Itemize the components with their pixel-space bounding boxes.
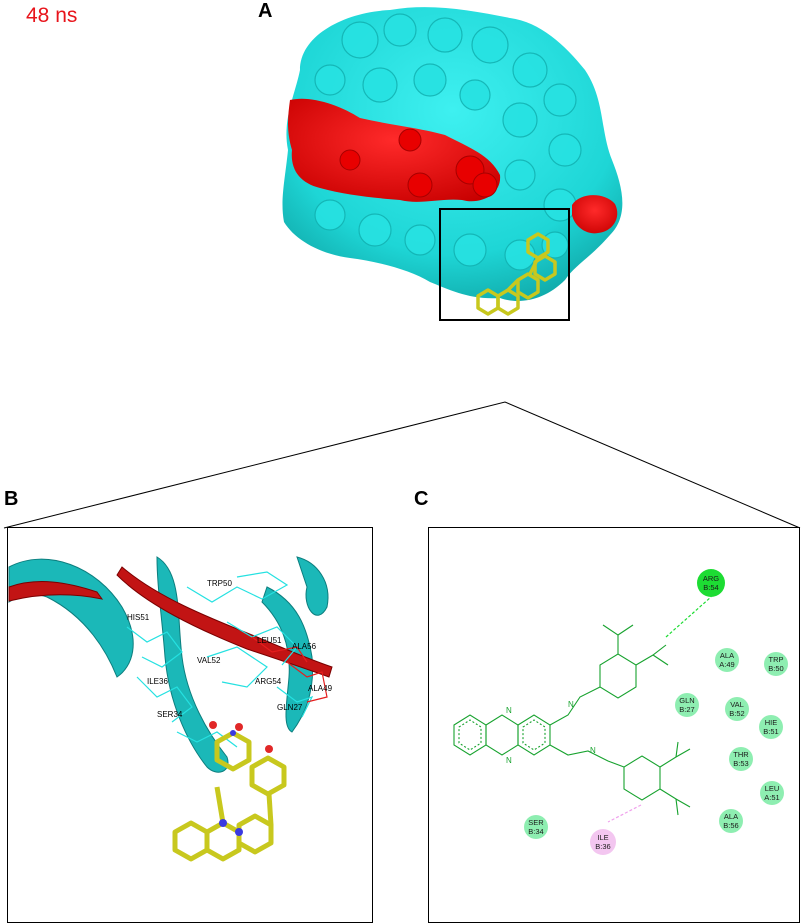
svg-text:N: N — [590, 746, 596, 755]
svg-text:LEU: LEU — [765, 784, 780, 793]
simulation-time-label: 48 ns — [26, 4, 78, 27]
svg-text:N: N — [568, 700, 574, 709]
panel-a-label: A — [258, 0, 273, 22]
svg-text:ILE: ILE — [597, 833, 608, 842]
svg-text:B:53: B:53 — [733, 759, 748, 768]
residue-label-his51: HIS51 — [127, 613, 150, 622]
svg-text:A:49: A:49 — [719, 660, 734, 669]
svg-text:B:50: B:50 — [768, 664, 783, 673]
binding-region-surface-right — [572, 195, 618, 234]
residue-label-gln27: GLN27 — [277, 703, 303, 712]
panel-c-label: C — [414, 488, 429, 510]
residue-label-trp50: TRP50 — [207, 579, 232, 588]
residue-label-ile36: ILE36 — [147, 677, 168, 686]
residue-label-ser34: SER34 — [157, 710, 183, 719]
panel-b-label: B — [4, 488, 19, 510]
binding-region-surface — [288, 98, 501, 202]
svg-text:VAL: VAL — [730, 700, 744, 709]
residue-label-ala49: ALA49 — [308, 684, 333, 693]
svg-text:B:54: B:54 — [703, 583, 718, 592]
svg-text:A:51: A:51 — [764, 793, 779, 802]
svg-text:GLN: GLN — [679, 696, 694, 705]
svg-text:HIE: HIE — [765, 718, 778, 727]
svg-text:B:36: B:36 — [595, 842, 610, 851]
svg-text:TRP: TRP — [769, 655, 784, 664]
svg-text:SER: SER — [528, 818, 544, 827]
svg-text:ALA: ALA — [720, 651, 734, 660]
svg-text:ALA: ALA — [724, 812, 738, 821]
svg-text:B:56: B:56 — [723, 821, 738, 830]
residue-label-ala56: ALA56 — [292, 642, 317, 651]
zoom-connector-lines — [3, 401, 801, 529]
svg-text:N: N — [506, 756, 512, 765]
svg-text:THR: THR — [733, 750, 749, 759]
svg-text:ARG: ARG — [703, 574, 719, 583]
svg-text:B:51: B:51 — [763, 727, 778, 736]
svg-text:B:34: B:34 — [528, 827, 543, 836]
residue-label-arg54: ARG54 — [255, 677, 282, 686]
svg-text:B:27: B:27 — [679, 705, 694, 714]
panel-b-3d-interaction: TRP50 HIS51 LEU51 ALA56 VAL52 ARG54 ILE3… — [7, 527, 373, 923]
residue-label-leu51: LEU51 — [257, 636, 282, 645]
protein-surface-figure — [3, 7, 801, 529]
svg-text:N: N — [506, 706, 512, 715]
residue-label-val52: VAL52 — [197, 656, 221, 665]
zoom-region-box — [439, 208, 570, 321]
svg-text:B:52: B:52 — [729, 709, 744, 718]
ligand-surface-view — [476, 232, 557, 316]
